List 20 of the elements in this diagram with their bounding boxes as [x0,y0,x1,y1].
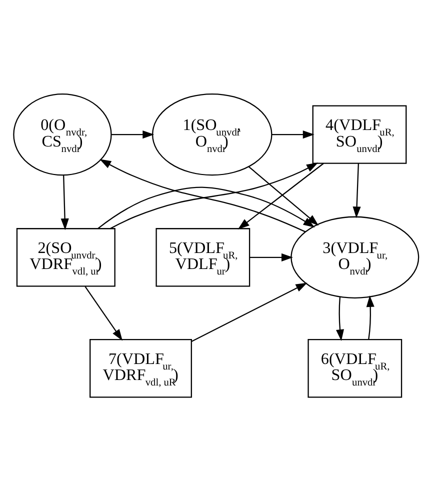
arrow [99,158,306,232]
arrow [237,162,324,229]
arrow [366,294,374,339]
arrow [84,286,122,340]
arrow [190,282,307,342]
node-box: 6(VDLF$_{uR,}$ SO$_{unvdr}$) [307,338,402,398]
arrow [248,166,318,226]
arrow [249,252,293,261]
arrow [60,175,68,230]
arrow [110,162,318,229]
node-box: 5(VDLF$_{uR,}$ VDLF$_{ur}$) [155,228,250,286]
arrow [336,296,344,341]
node-box: 4(VDLF$_{uR,}$ SO$_{unvdr}$) [312,104,406,164]
arrow [111,130,154,138]
node-ellipse: 1(SO$_{unvdr}$, O$_{nvdr}$) [151,92,272,176]
node-box: 7(VDLF$_{ur,}$ VDRF$_{vdl, uR}$) [89,338,192,398]
node-box: 2(SO$_{unvdr,}$ VDRF$_{vdl, ur}$) [16,228,115,286]
arrow [272,130,314,138]
arrow [97,186,314,228]
arrow [352,162,360,218]
